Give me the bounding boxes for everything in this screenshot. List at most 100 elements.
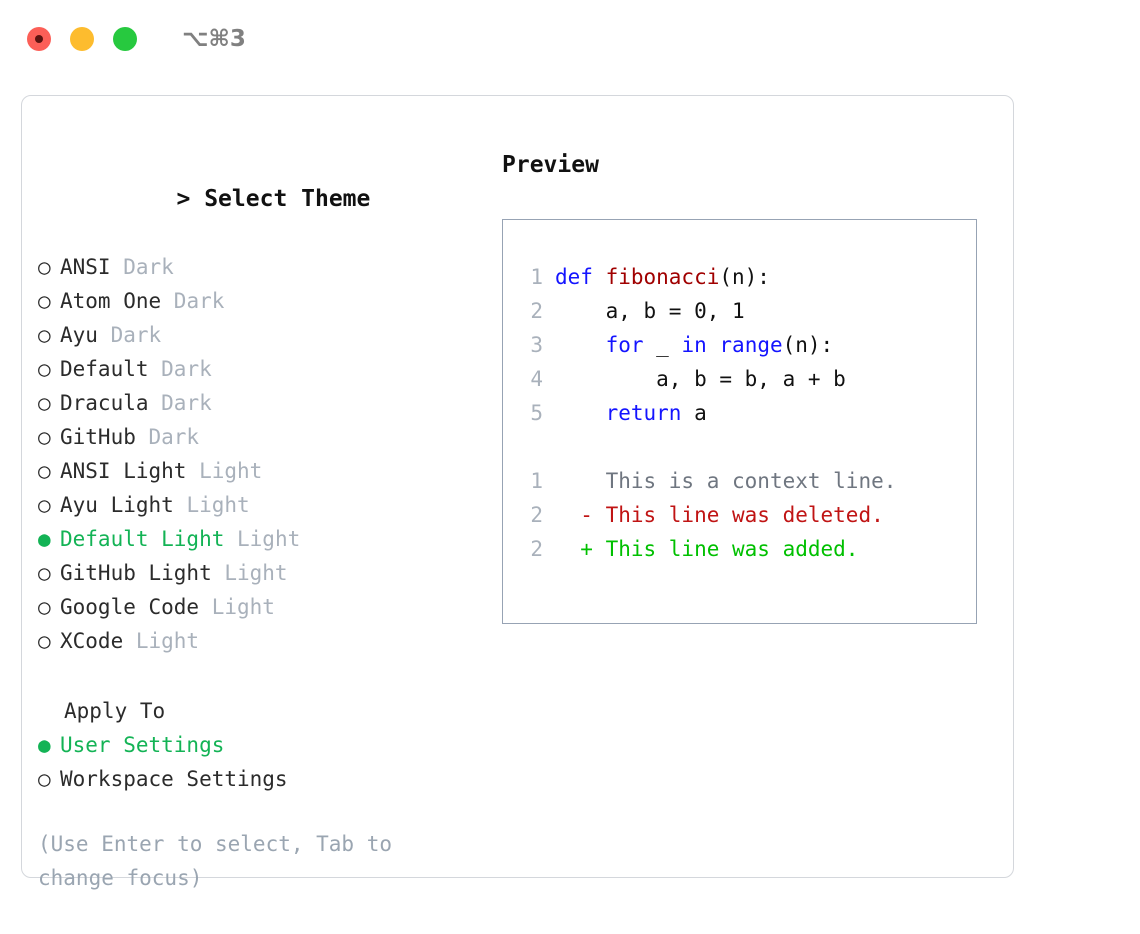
theme-list-item[interactable]: ● Default Light Light	[38, 522, 478, 556]
theme-list-item[interactable]: ○ Google Code Light	[38, 590, 478, 624]
theme-name: ANSI	[60, 255, 111, 279]
code-token: fibonacci	[605, 265, 720, 289]
diff-line: 2 + This line was added.	[521, 532, 976, 566]
code-token: for	[605, 333, 644, 357]
section-spacer	[38, 658, 478, 694]
theme-variant: Light	[199, 595, 275, 619]
apply-to-option[interactable]: ○ Workspace Settings	[38, 762, 478, 796]
theme-list-item[interactable]: ○GitHub Light Light	[38, 556, 478, 590]
theme-picker-title-label: Select Theme	[204, 186, 371, 212]
code-token: range	[719, 333, 783, 357]
radio-unselected-icon: ○	[38, 357, 51, 381]
line-number: 1	[530, 469, 543, 493]
theme-picker-panel: > Select Theme ○ANSI Dark○Atom One Dark○…	[38, 148, 478, 895]
maximize-button[interactable]	[113, 27, 137, 51]
minimize-button[interactable]	[70, 27, 94, 51]
radio-unselected-icon: ○	[38, 595, 51, 619]
theme-variant: Dark	[97, 323, 162, 347]
theme-name: Default	[60, 357, 149, 381]
diff-text: This line was deleted.	[605, 503, 884, 527]
diff-text: This is a context line.	[605, 469, 897, 493]
theme-list-item[interactable]: ○ Ayu Dark	[38, 318, 478, 352]
radio-unselected-icon: ○	[38, 629, 51, 653]
traffic-light-buttons	[27, 27, 137, 51]
theme-list-item[interactable]: ○ Dracula Dark	[38, 386, 478, 420]
theme-list-item[interactable]: ○ Default Dark	[38, 352, 478, 386]
apply-to-label: User Settings	[60, 733, 225, 757]
theme-list-item[interactable]: ○ Atom One Dark	[38, 284, 478, 318]
line-number: 3	[530, 333, 543, 357]
diff-text: This line was added.	[605, 537, 859, 561]
line-number: 1	[530, 265, 543, 289]
theme-name: Atom One	[60, 289, 162, 313]
theme-name: Ayu	[60, 323, 98, 347]
theme-list-item[interactable]: ○Ayu Light Light	[38, 488, 478, 522]
keyboard-shortcut-label: ⌥⌘3	[182, 26, 246, 52]
theme-name: GitHub	[60, 425, 136, 449]
apply-to-title: Apply To	[64, 699, 166, 723]
radio-unselected-icon: ○	[38, 289, 51, 313]
code-line: 1 def fibonacci(n):	[521, 260, 976, 294]
diff-line: 2 - This line was deleted.	[521, 498, 976, 532]
theme-list-item[interactable]: ○ANSI Light Light	[38, 454, 478, 488]
line-number: 5	[530, 401, 543, 425]
line-number: 4	[530, 367, 543, 391]
radio-unselected-icon: ○	[38, 767, 51, 791]
theme-name: Google Code	[60, 595, 200, 619]
theme-variant: Dark	[110, 255, 174, 279]
code-token: _	[643, 333, 682, 357]
radio-unselected-icon: ○	[38, 323, 51, 347]
code-line: 4 a, b = b, a + b	[521, 362, 976, 396]
diff-sample: 1 This is a context line.2 - This line w…	[521, 464, 976, 566]
theme-variant: Light	[173, 493, 250, 517]
theme-variant: Dark	[161, 289, 225, 313]
title-bar: ⌥⌘3	[0, 0, 1140, 78]
code-diff-spacer	[521, 430, 976, 464]
radio-selected-icon: ●	[38, 527, 51, 551]
code-token: return	[605, 401, 682, 425]
radio-unselected-icon: ○	[38, 255, 51, 279]
code-token	[555, 401, 606, 425]
apply-to-option[interactable]: ● User Settings	[38, 728, 478, 762]
content-frame: > Select Theme ○ANSI Dark○Atom One Dark○…	[21, 95, 1014, 890]
code-token: a, b = b, a + b	[555, 367, 846, 391]
diff-marker	[555, 469, 606, 493]
line-number: 2	[530, 299, 543, 323]
code-token: in	[681, 333, 707, 357]
theme-list-item[interactable]: ○ ANSI Dark	[38, 250, 478, 284]
radio-unselected-icon: ○	[38, 493, 51, 517]
code-line: 3 for _ in range(n):	[521, 328, 976, 362]
diff-line: 1 This is a context line.	[521, 464, 976, 498]
radio-unselected-icon: ○	[38, 425, 51, 449]
code-line: 2 a, b = 0, 1	[521, 294, 976, 328]
apply-to-label: Workspace Settings	[60, 767, 288, 791]
code-token: a	[681, 401, 707, 425]
radio-selected-icon: ●	[38, 733, 51, 757]
code-token: (n):	[719, 265, 770, 289]
keyboard-hint: (Use Enter to select, Tab to change focu…	[38, 832, 393, 890]
theme-name: ANSI Light	[60, 459, 187, 483]
radio-unselected-icon: ○	[38, 391, 51, 415]
theme-list-item[interactable]: ○XCode Light	[38, 624, 478, 658]
theme-variant: Dark	[135, 425, 200, 449]
theme-variant: Light	[186, 459, 263, 483]
apply-to-list: ● User Settings ○ Workspace Settings	[38, 728, 478, 796]
theme-list: ○ ANSI Dark ○ Atom One Dark ○ Ayu Dark ○ Defaul…	[38, 250, 478, 658]
theme-variant: Dark	[148, 357, 212, 381]
theme-name: GitHub Light	[60, 561, 212, 585]
theme-name: XCode	[60, 629, 124, 653]
close-button[interactable]	[27, 27, 51, 51]
theme-list-item[interactable]: ○ GitHub Dark	[38, 420, 478, 454]
code-token: def	[555, 265, 606, 289]
theme-name: Default Light	[60, 527, 225, 551]
theme-variant: Light	[224, 527, 301, 551]
preview-title: Preview	[502, 152, 599, 178]
line-number: 2	[530, 537, 543, 561]
theme-name: Dracula	[60, 391, 149, 415]
line-number: 2	[530, 503, 543, 527]
theme-variant: Dark	[148, 391, 212, 415]
